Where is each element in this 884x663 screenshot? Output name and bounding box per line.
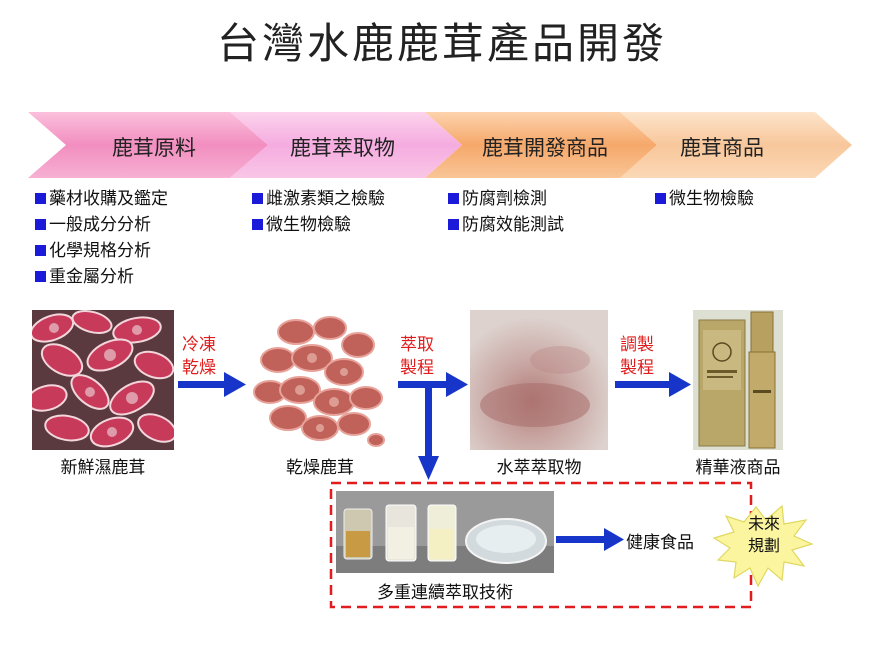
task-item: 藥材收購及鑑定	[35, 186, 168, 212]
stage-label-extract: 鹿茸萃取物	[290, 136, 395, 160]
stage-chevron-1	[28, 112, 268, 178]
task-item: 重金屬分析	[35, 264, 168, 290]
arrow-right-icon	[398, 372, 468, 397]
stage-label-developed-product: 鹿茸開發商品	[482, 136, 608, 160]
task-item: 微生物檢驗	[252, 212, 385, 238]
bullet-square-icon	[35, 271, 46, 282]
future-plan-burst-label: 未來規劃	[747, 514, 780, 555]
bullet-square-icon	[252, 193, 263, 204]
task-list-raw-material: 藥材收購及鑑定 一般成分分析 化學規格分析 重金屬分析	[35, 186, 168, 290]
process-label-freeze-dry: 冷凍乾燥	[182, 335, 216, 378]
bullet-square-icon	[35, 219, 46, 230]
task-list-product: 微生物檢驗	[655, 186, 754, 212]
essence-product-photo	[693, 310, 783, 450]
stage-chevron-banner	[28, 112, 852, 178]
water-extract-caption: 水萃萃取物	[496, 458, 582, 478]
stage-label-product: 鹿茸商品	[680, 136, 764, 160]
bullet-square-icon	[448, 193, 459, 204]
page-title: 台灣水鹿鹿茸產品開發	[216, 19, 667, 68]
task-list-developed-product: 防腐劑檢測 防腐效能測試	[448, 186, 564, 238]
arrow-down-icon	[418, 388, 439, 480]
bullet-square-icon	[655, 193, 666, 204]
dried-antler-photo	[248, 310, 392, 450]
task-item: 防腐效能測試	[448, 212, 564, 238]
task-item: 防腐劑檢測	[448, 186, 564, 212]
bullet-square-icon	[35, 245, 46, 256]
task-item: 雌激素類之檢驗	[252, 186, 385, 212]
starburst-icon	[712, 504, 814, 588]
task-item: 一般成分分析	[35, 212, 168, 238]
arrow-right-icon	[615, 372, 691, 397]
arrow-right-icon	[178, 372, 246, 397]
fresh-antler-caption: 新鮮濕鹿茸	[60, 458, 146, 478]
bullet-square-icon	[35, 193, 46, 204]
stage-chevron-3	[425, 112, 657, 178]
water-extract-photo	[470, 310, 608, 450]
bullet-square-icon	[448, 219, 459, 230]
fresh-antler-photo	[32, 310, 174, 450]
task-list-extract: 雌激素類之檢驗 微生物檢驗	[252, 186, 385, 238]
process-label-formulation: 調製製程	[620, 335, 654, 378]
tech-caption: 多重連續萃取技術	[377, 583, 513, 603]
task-item: 化學規格分析	[35, 238, 168, 264]
arrow-right-icon	[556, 528, 624, 551]
stage-chevron-2	[230, 112, 462, 178]
task-item: 微生物檢驗	[655, 186, 754, 212]
extraction-samples-photo	[336, 491, 554, 573]
stage-label-raw-material: 鹿茸原料	[112, 136, 196, 160]
health-food-label: 健康食品	[626, 533, 694, 553]
process-label-extraction: 萃取製程	[400, 335, 434, 378]
dried-antler-caption: 乾燥鹿茸	[286, 458, 354, 478]
essence-product-caption: 精華液商品	[695, 458, 781, 478]
stage-chevron-4	[620, 112, 852, 178]
bullet-square-icon	[252, 219, 263, 230]
